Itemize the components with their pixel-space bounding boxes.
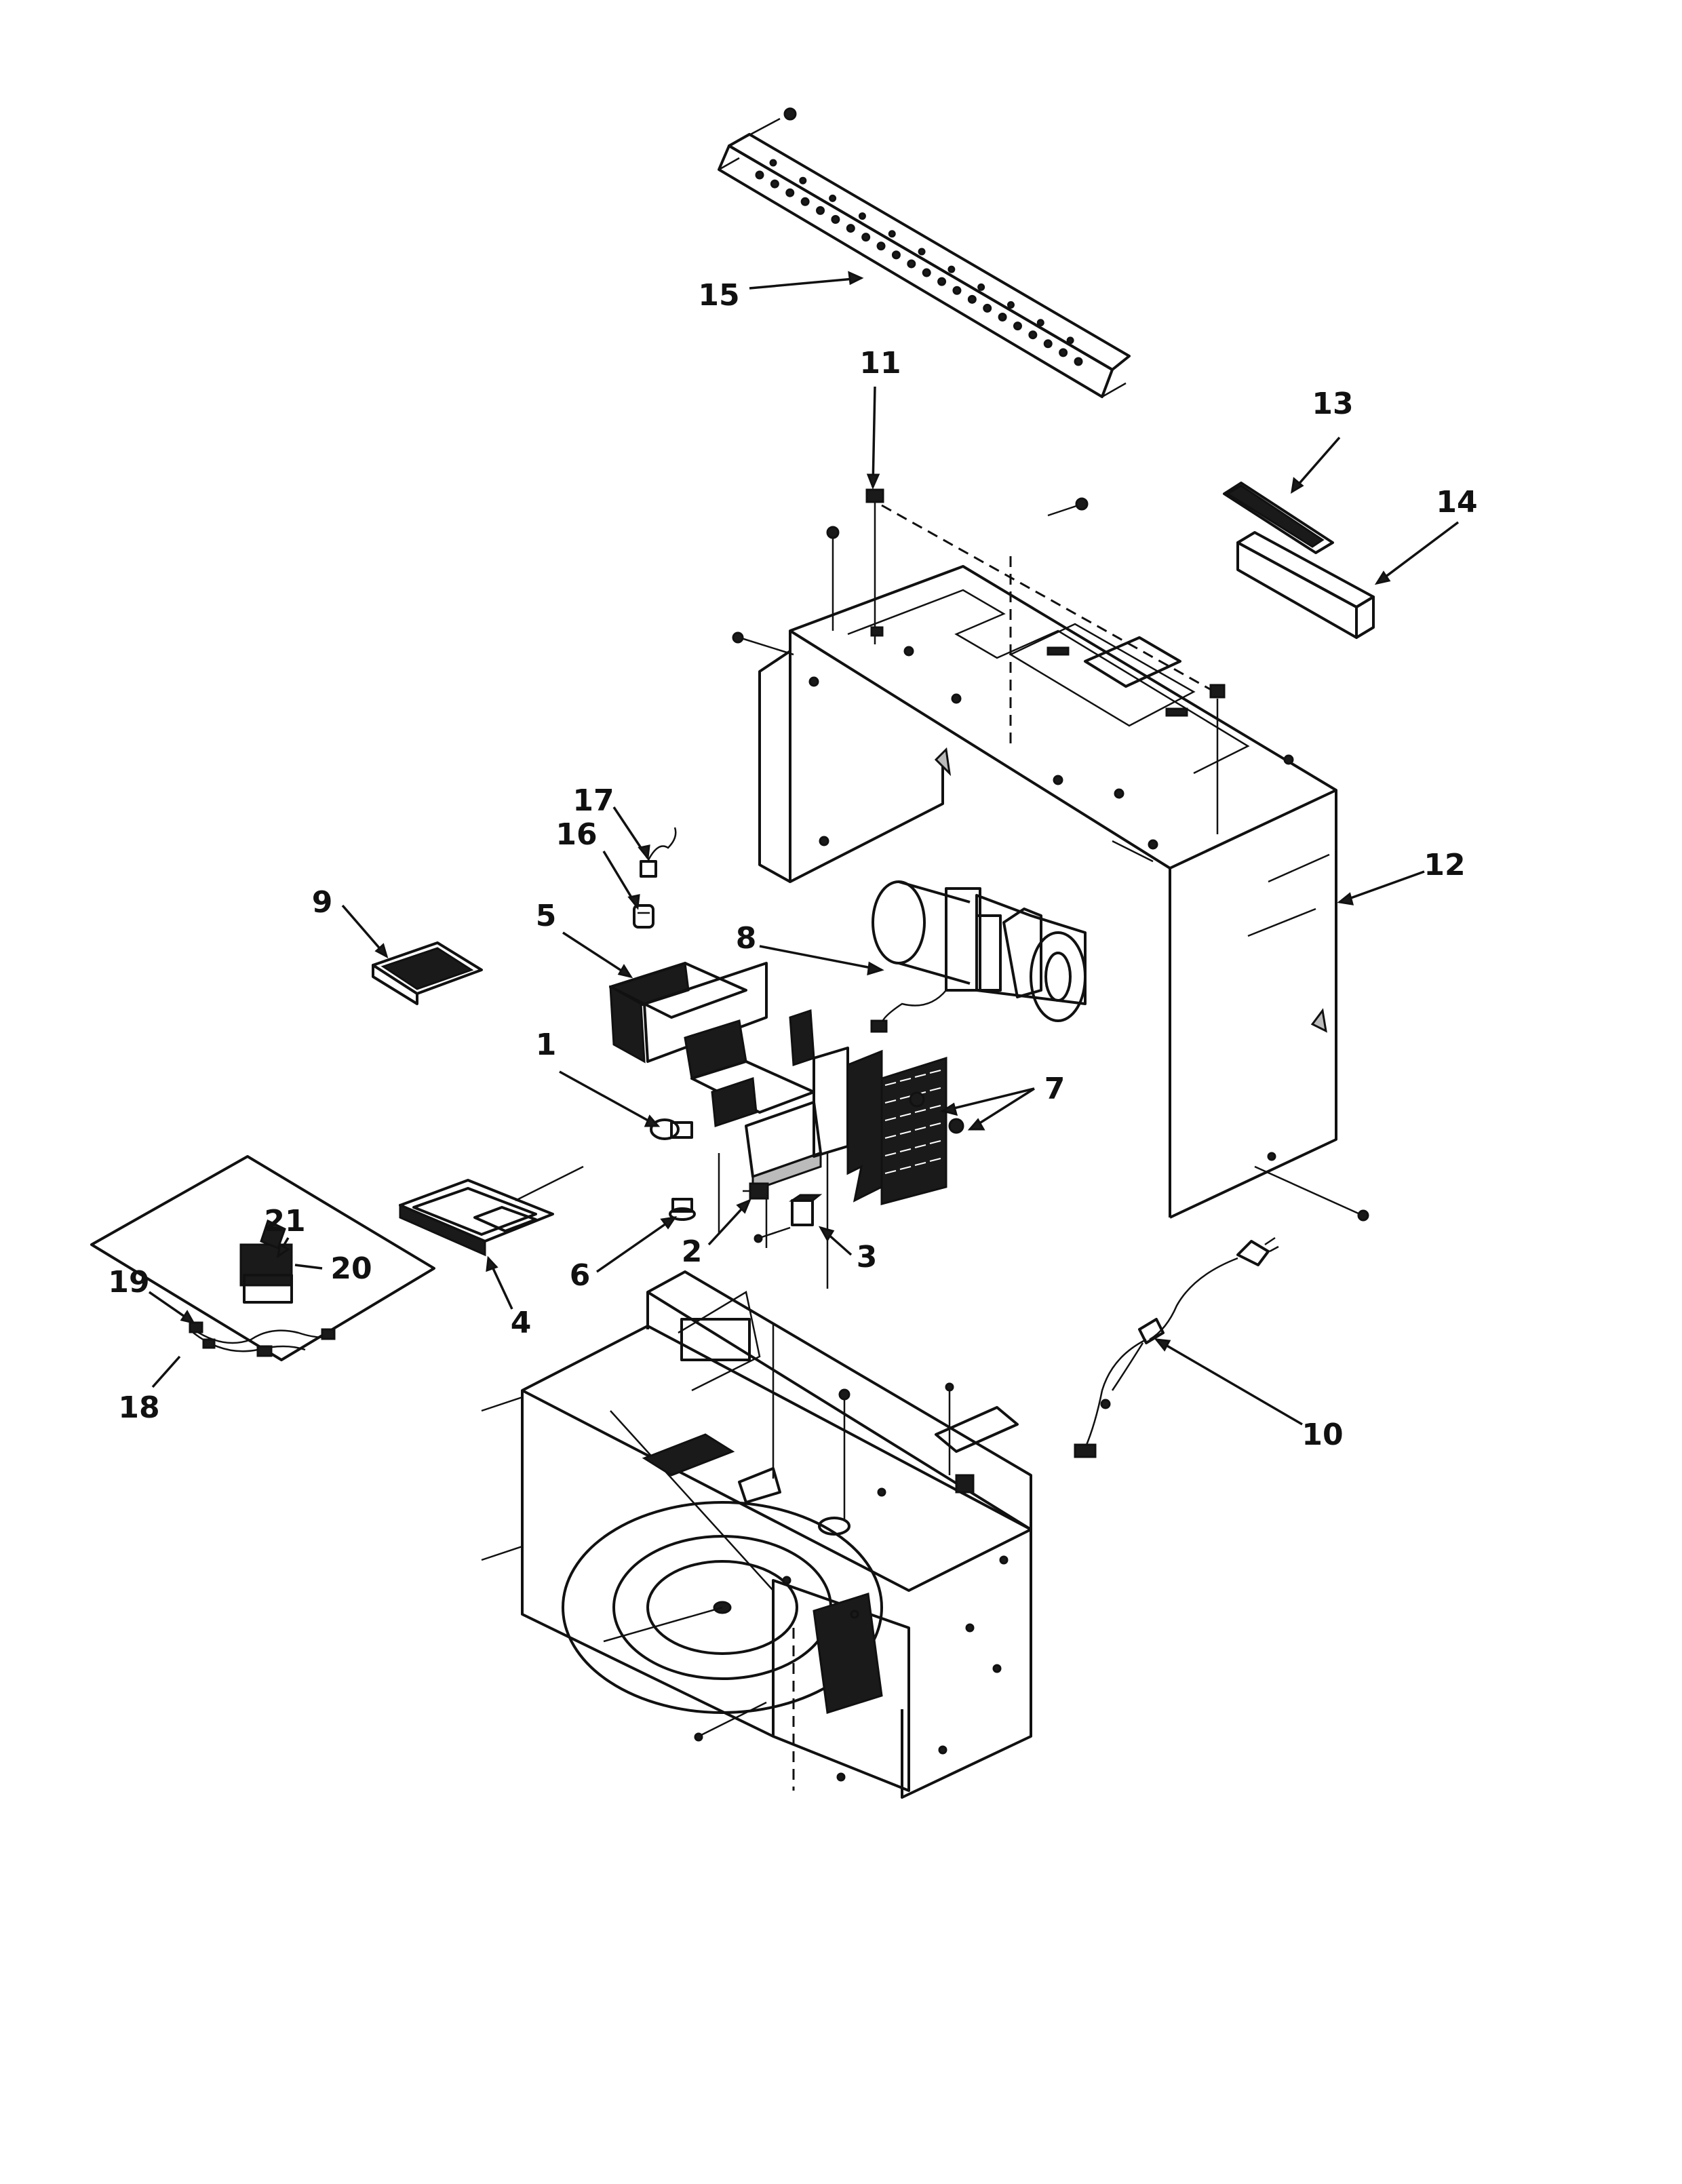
- part-1-lamp: [650, 1118, 693, 1140]
- part-16-lamp-socket: [633, 904, 654, 929]
- callout-17: 17: [572, 783, 614, 818]
- callout-4: 4: [511, 1306, 532, 1340]
- callout-8: 8: [736, 921, 757, 956]
- callout-1: 1: [536, 1028, 557, 1062]
- part-17-wire-lead: [640, 827, 677, 878]
- part-19-wire-harness: [189, 1321, 336, 1357]
- callout-6: 6: [570, 1258, 591, 1293]
- callout-16: 16: [555, 817, 597, 852]
- callout-20: 20: [330, 1251, 372, 1286]
- callout-7: 7: [1044, 1072, 1065, 1106]
- callout-12: 12: [1424, 848, 1465, 882]
- callout-18: 18: [118, 1390, 159, 1425]
- callout-2: 2: [682, 1234, 703, 1269]
- part-10-power-cord: [1074, 1236, 1279, 1458]
- callout-3: 3: [857, 1240, 878, 1274]
- callout-5: 5: [536, 899, 557, 933]
- part-12-outer-cabinet: [758, 565, 1369, 1222]
- callout-11: 11: [859, 346, 901, 381]
- leader-lines: [149, 271, 1460, 1426]
- callout-21: 21: [264, 1204, 305, 1239]
- part-9-grease-filter: [372, 941, 483, 1005]
- part-14-vent-bracket: [1236, 531, 1375, 639]
- part-2-switch: [743, 1182, 769, 1200]
- part-20-motor: [239, 1219, 293, 1304]
- part-8-blower-motor: [870, 880, 1087, 1033]
- part-5-air-duct-assembly: [609, 962, 947, 1289]
- callout-10: 10: [1302, 1418, 1343, 1452]
- part-18-kit: [90, 1155, 435, 1361]
- part-7-nuts: [909, 1091, 964, 1134]
- part-6-thermal-switch: [669, 1198, 696, 1221]
- callout-13: 13: [1312, 387, 1353, 421]
- callout-14: 14: [1436, 485, 1477, 520]
- part-4-light-cover: [399, 1165, 584, 1257]
- part-13-damper: [1223, 482, 1334, 554]
- callout-labels: 1 2 3 4 5 6 7 8 9 10 11 12 13 14 15 16 1…: [108, 278, 1477, 1452]
- callout-15: 15: [698, 278, 739, 313]
- oven-cavity-chassis: [481, 1270, 1032, 1799]
- callout-9: 9: [312, 885, 333, 920]
- part-15-mounting-rail: [718, 107, 1131, 398]
- callout-19: 19: [108, 1265, 149, 1300]
- part-11-screws-and-nuts: [732, 488, 1226, 834]
- part-3-relay: [754, 1194, 823, 1243]
